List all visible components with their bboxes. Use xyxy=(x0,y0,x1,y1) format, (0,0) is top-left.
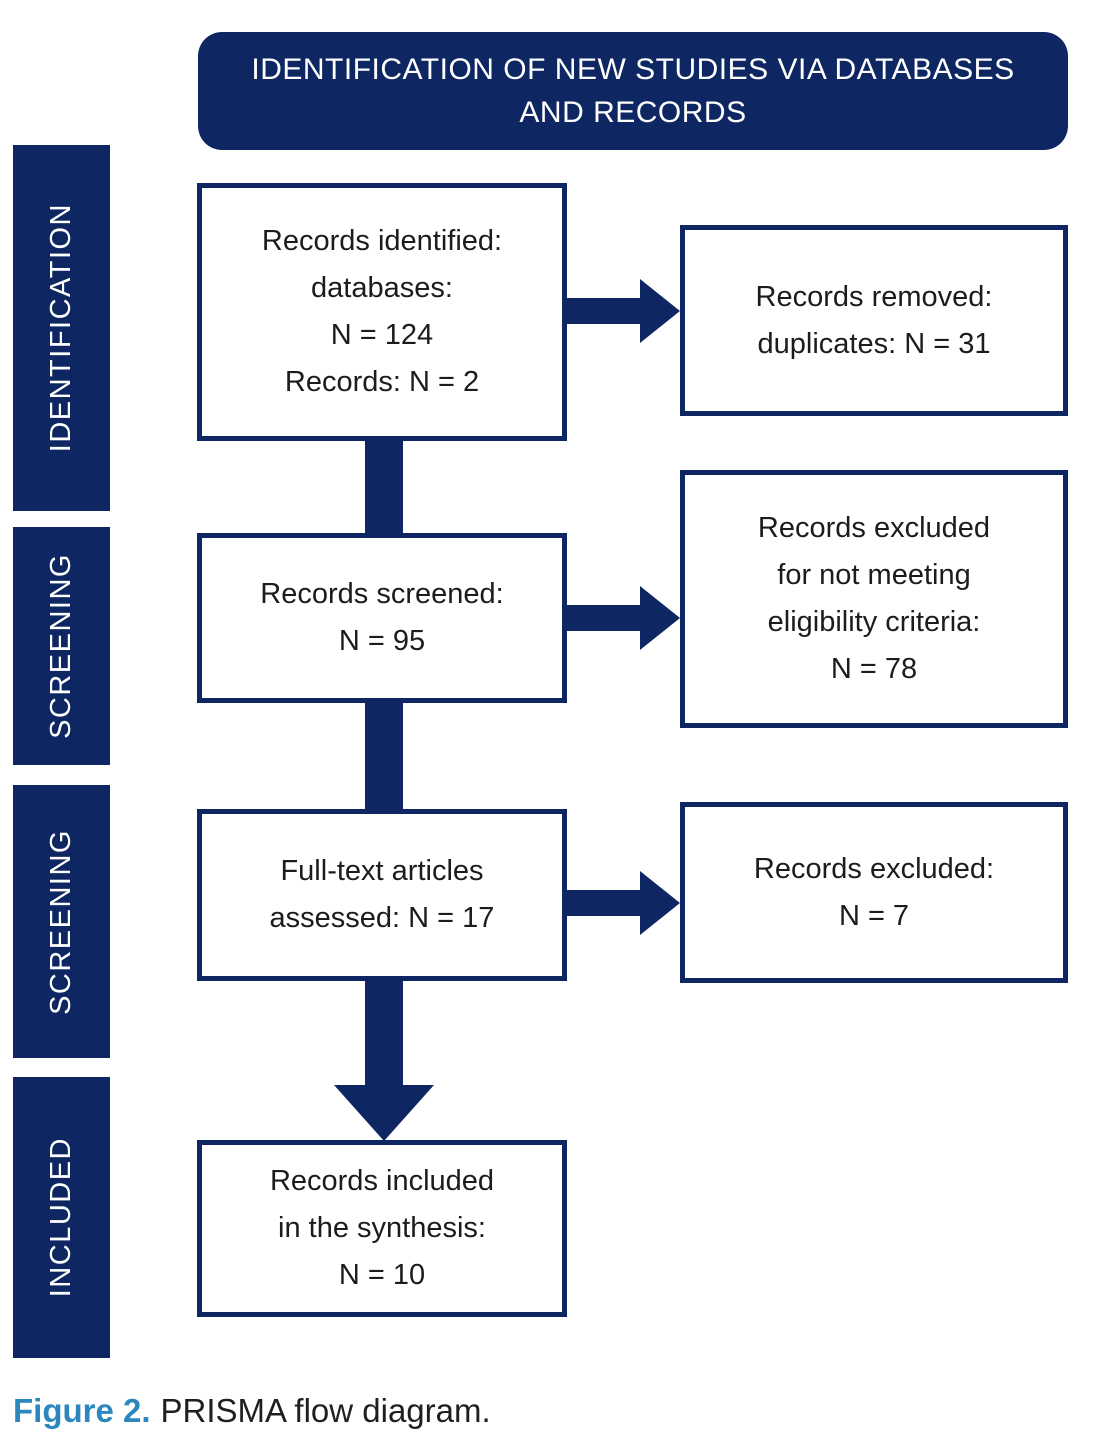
stage-label-screening-2: SCREENING xyxy=(13,785,110,1058)
box-records-identified: Records identified: databases: N = 124 R… xyxy=(197,183,567,441)
arrow-shaft xyxy=(567,298,645,324)
stage-label-included: INCLUDED xyxy=(13,1077,110,1358)
arrow-head-right-icon xyxy=(640,586,680,650)
identification-banner: IDENTIFICATION OF NEW STUDIES VIA DATABA… xyxy=(198,32,1068,150)
box-records-excluded-eligibility: Records excluded for not meeting eligibi… xyxy=(680,470,1068,728)
box-records-screened: Records screened: N = 95 xyxy=(197,533,567,703)
connector-screened-to-fulltext xyxy=(365,701,403,813)
figure-caption-text: PRISMA flow diagram. xyxy=(160,1392,491,1429)
box-full-text-assessed: Full-text articles assessed: N = 17 xyxy=(197,809,567,981)
box-records-excluded-fulltext: Records excluded: N = 7 xyxy=(680,802,1068,983)
arrow-screened-to-excluded xyxy=(567,586,680,650)
arrow-shaft xyxy=(567,890,645,916)
stage-label-text: SCREENING xyxy=(45,828,77,1015)
figure-caption-label: Figure 2. xyxy=(13,1392,151,1429)
arrow-head-right-icon xyxy=(640,871,680,935)
arrow-head-right-icon xyxy=(640,279,680,343)
arrow-identified-to-removed xyxy=(567,279,680,343)
stage-label-text: INCLUDED xyxy=(45,1137,77,1298)
arrow-head-down-icon xyxy=(334,1085,434,1141)
stage-label-screening-1: SCREENING xyxy=(13,527,110,765)
box-records-removed-duplicates: Records removed: duplicates: N = 31 xyxy=(680,225,1068,416)
connector-identified-to-screened xyxy=(365,438,403,537)
stage-label-text: IDENTIFICATION xyxy=(45,203,77,453)
stage-label-text: SCREENING xyxy=(45,553,77,739)
box-records-included: Records included in the synthesis: N = 1… xyxy=(197,1140,567,1317)
arrow-fulltext-to-included-shaft xyxy=(365,978,403,1085)
figure-caption: Figure 2.PRISMA flow diagram. xyxy=(13,1392,491,1430)
stage-label-identification: IDENTIFICATION xyxy=(13,145,110,511)
arrow-fulltext-to-excluded xyxy=(567,871,680,935)
arrow-shaft xyxy=(567,605,645,631)
